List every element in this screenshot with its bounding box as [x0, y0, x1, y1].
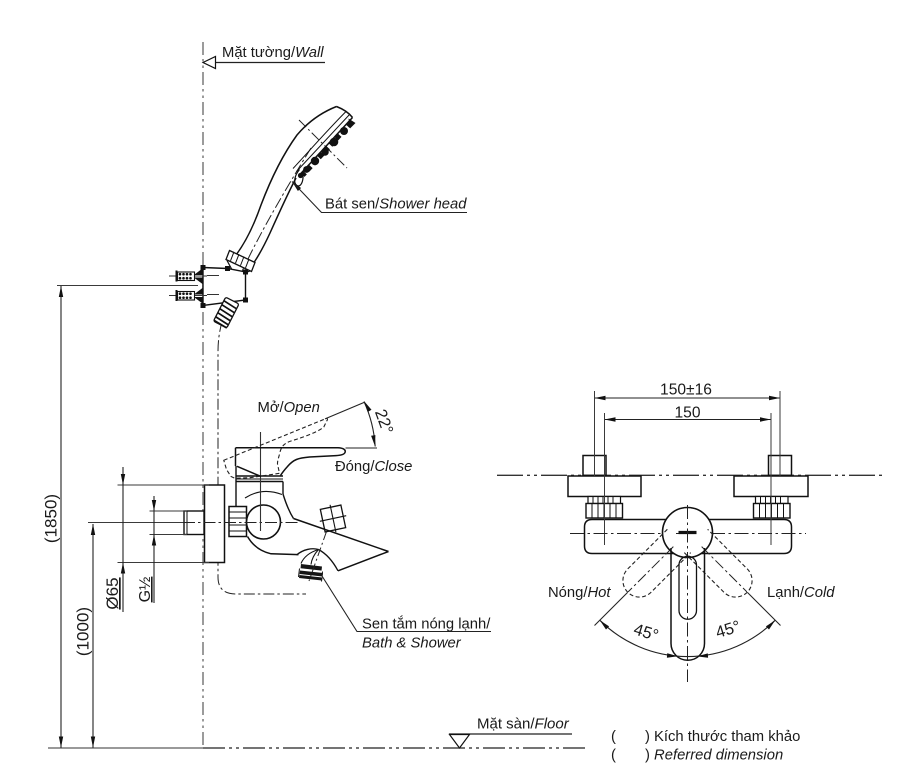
- svg-text:(1000): (1000): [74, 607, 93, 656]
- svg-text:Bát sen/Shower head: Bát sen/Shower head: [325, 197, 467, 213]
- svg-text:) Kích thước tham khảo: ) Kích thước tham khảo: [645, 729, 800, 745]
- svg-text:150±16: 150±16: [660, 382, 712, 399]
- svg-text:(1850): (1850): [42, 494, 61, 543]
- svg-text:G½: G½: [137, 577, 154, 603]
- svg-text:Ø65: Ø65: [103, 577, 122, 609]
- svg-text:45°: 45°: [631, 620, 660, 645]
- svg-text:Lạnh/Cold: Lạnh/Cold: [767, 585, 835, 601]
- svg-text:Mặt tường/Wall: Mặt tường/Wall: [222, 45, 324, 61]
- svg-text:Mở/Open: Mở/Open: [258, 400, 320, 416]
- svg-text:150: 150: [674, 405, 700, 422]
- svg-text:Bath & Shower: Bath & Shower: [362, 636, 462, 652]
- svg-text:(: (: [611, 748, 616, 764]
- svg-text:22°: 22°: [371, 407, 396, 437]
- svg-text:45°: 45°: [713, 617, 742, 642]
- svg-text:Mặt sàn/Floor: Mặt sàn/Floor: [477, 716, 570, 733]
- svg-text:Sen tắm nóng lạnh/: Sen tắm nóng lạnh/: [362, 616, 491, 633]
- svg-text:Nóng/Hot: Nóng/Hot: [548, 585, 611, 601]
- svg-text:) Referred dimension: ) Referred dimension: [645, 748, 783, 764]
- svg-text:Đóng/Close: Đóng/Close: [335, 459, 412, 475]
- svg-text:(: (: [611, 729, 616, 745]
